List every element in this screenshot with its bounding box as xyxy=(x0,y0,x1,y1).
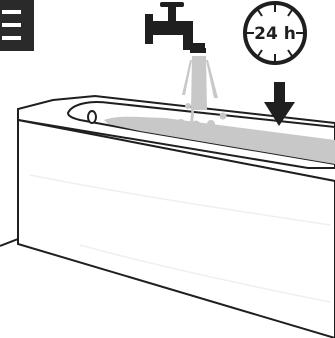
faucet-icon xyxy=(145,2,206,53)
clock-icon: 24 h xyxy=(243,1,307,65)
bathtub-front-panel xyxy=(17,118,335,338)
down-arrow-icon xyxy=(264,82,295,126)
water-surface xyxy=(104,116,335,164)
overflow-drain xyxy=(87,110,97,124)
bathtub xyxy=(17,94,335,338)
clock-label: 24 h xyxy=(254,24,296,44)
water-stream xyxy=(177,56,227,130)
menu-badge-icon xyxy=(0,0,34,51)
